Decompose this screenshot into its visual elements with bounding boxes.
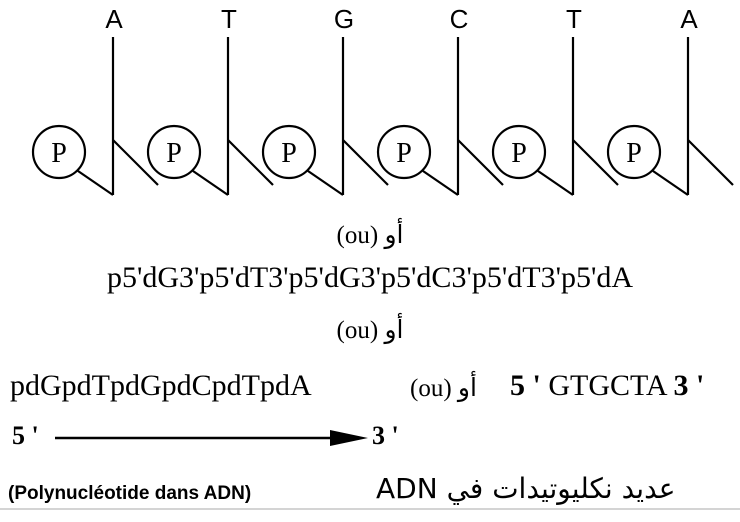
- phosphate-label: P: [511, 138, 527, 169]
- sugar-bond: [227, 139, 274, 186]
- sugar-bond: [457, 139, 504, 186]
- ou-inline: (ou) أو: [410, 375, 477, 402]
- sequence-letters: GTGCTA: [548, 369, 666, 402]
- phosphate-link: [307, 170, 344, 196]
- sequence-long: p5'dG3'p5'dT3'p5'dG3'p5'dC3'p5'dT3'p5'dA: [106, 261, 634, 294]
- arrow-end-label: 3 ': [372, 421, 399, 450]
- direction-arrowhead: [330, 430, 368, 446]
- base-label: C: [450, 4, 469, 34]
- phosphate-circle: [31, 124, 87, 180]
- base-label: T: [221, 4, 237, 34]
- sequence-5to3: 5 ' GTGCTA 3 ': [510, 371, 704, 401]
- phosphate-link: [537, 170, 574, 196]
- phosphate-circle: [491, 124, 547, 180]
- base-label: G: [334, 4, 354, 34]
- sugar-bond: [112, 139, 159, 186]
- phosphate-circle: [376, 124, 432, 180]
- sugar-bond: [687, 139, 734, 186]
- phosphate-label: P: [166, 138, 182, 169]
- phosphate-label: P: [51, 138, 67, 169]
- base-label: A: [105, 4, 123, 34]
- base-label: T: [566, 4, 582, 34]
- phosphate-link: [652, 170, 689, 196]
- sequence-short: pdGpdTpdGpdCpdTpdA: [10, 369, 312, 402]
- three-prime-label: 3 ': [673, 369, 705, 402]
- caption-french: (Polynucléotide dans ADN): [8, 483, 252, 504]
- five-prime-label: 5 ': [510, 369, 541, 402]
- phosphate-circle: [146, 124, 202, 180]
- base-label: A: [680, 4, 698, 34]
- phosphate-label: P: [281, 138, 297, 169]
- ou-line-2: (ou) أو: [336, 317, 404, 344]
- phosphate-label: P: [626, 138, 642, 169]
- phosphate-link: [192, 170, 229, 196]
- phosphate-circle: [606, 124, 662, 180]
- caption-arabic: عديد نكليوتيدات في ADN: [376, 472, 676, 505]
- phosphate-circle: [261, 124, 317, 180]
- ou-line-1: (ou) أو: [336, 222, 404, 249]
- phosphate-link: [77, 170, 114, 196]
- phosphate-label: P: [396, 138, 412, 169]
- sugar-bond: [572, 139, 619, 186]
- arrow-start-label: 5 ': [12, 421, 39, 450]
- sugar-bond: [342, 139, 389, 186]
- phosphate-link: [422, 170, 459, 196]
